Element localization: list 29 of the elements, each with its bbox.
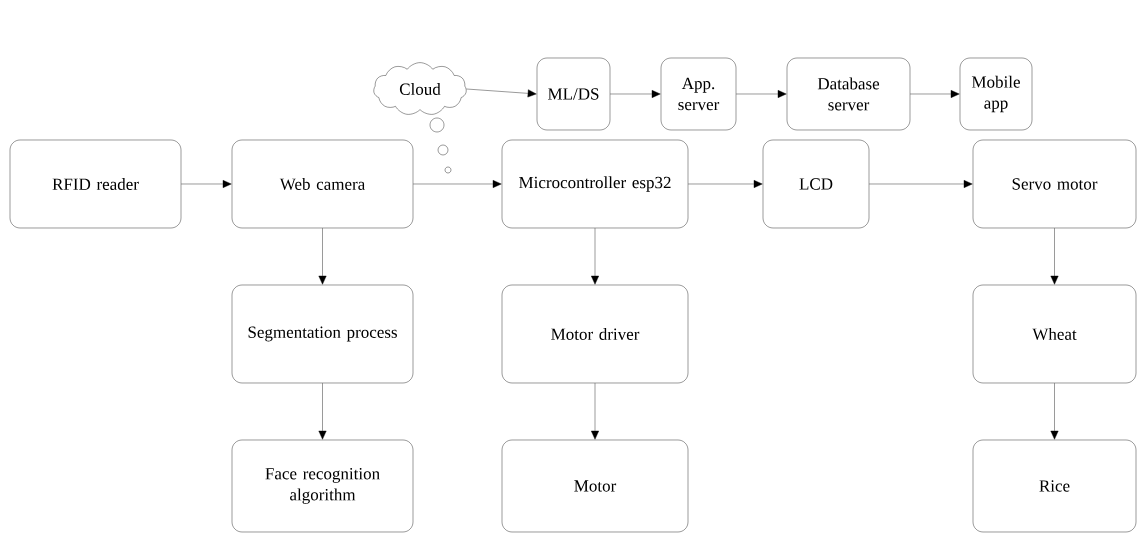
process-box: Segmentation process xyxy=(231,284,414,384)
arrow xyxy=(910,90,960,98)
process-box: RFID reader xyxy=(9,139,182,229)
process-box: Motor driver xyxy=(501,284,689,384)
process-box: Face recognition algorithm xyxy=(231,439,414,533)
process-box: Wheat xyxy=(972,284,1137,384)
arrow xyxy=(466,88,537,98)
arrow xyxy=(318,383,327,440)
process-box: Database server xyxy=(786,57,911,131)
arrow xyxy=(688,180,763,188)
process-box: Servo motor xyxy=(972,139,1137,229)
arrow xyxy=(591,228,599,285)
process-box: ML/DS xyxy=(536,57,611,131)
process-box: Motor xyxy=(501,439,689,533)
arrow xyxy=(869,180,973,188)
arrow xyxy=(318,228,327,285)
process-box: LCD xyxy=(762,139,870,229)
arrow xyxy=(181,180,232,188)
process-box: Web camera xyxy=(231,139,414,229)
process-box: Mobile app xyxy=(959,57,1033,131)
arrow xyxy=(591,383,599,440)
process-box: App. server xyxy=(660,57,737,131)
arrow xyxy=(413,180,502,188)
process-box: Rice xyxy=(972,439,1137,533)
arrow xyxy=(1050,383,1059,440)
arrow xyxy=(610,90,661,98)
arrow xyxy=(736,90,787,98)
process-box: Microcontroller esp32 xyxy=(501,139,689,229)
arrow xyxy=(1050,228,1059,285)
